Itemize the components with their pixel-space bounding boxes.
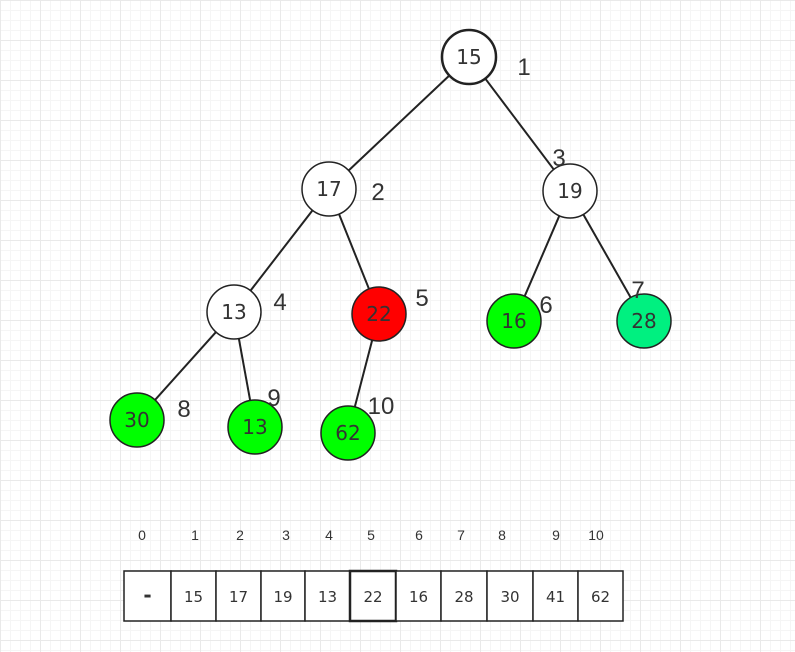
array-cell-6: 16	[395, 570, 442, 622]
position-label-9: 9	[267, 385, 280, 412]
array-index-6: 6	[415, 527, 423, 543]
cell-box	[260, 570, 306, 622]
tree-node-3: 19	[542, 163, 598, 219]
tree-node-9: 13	[227, 399, 283, 455]
array-cell-5: 22	[348, 569, 398, 623]
array-cell-4: 13	[304, 570, 351, 622]
edge-1-2	[347, 74, 451, 172]
node-circle	[320, 405, 376, 461]
tree-node-1: 15	[440, 28, 498, 86]
array-index-4: 4	[325, 527, 333, 543]
tree-node-10: 62	[320, 405, 376, 461]
cell-value: 62	[591, 588, 610, 606]
node-value: 62	[335, 421, 360, 445]
node-value: 15	[456, 45, 481, 69]
array-cell-3: 19	[260, 570, 306, 622]
array-cell-0: -	[123, 570, 172, 622]
cell-value: 16	[409, 588, 428, 606]
array-cell-2: 17	[215, 570, 262, 622]
node-value: 13	[221, 300, 246, 324]
edge-3-6	[523, 215, 561, 297]
node-circle	[227, 399, 283, 455]
edge-2-5	[338, 213, 370, 290]
array-index-7: 7	[457, 527, 465, 543]
node-value: 22	[366, 302, 391, 326]
tree-node-2: 17	[301, 161, 357, 217]
cell-box	[348, 569, 398, 623]
array-index-3: 3	[282, 527, 290, 543]
array-index-2: 2	[236, 527, 244, 543]
array-index-1: 1	[191, 527, 199, 543]
position-label-5: 5	[415, 285, 428, 312]
cell-box	[215, 570, 262, 622]
array-index-9: 9	[552, 527, 560, 543]
tree-node-6: 16	[486, 293, 542, 349]
array-cells: - 15 17 19 13 22 16 28 30 41 62	[123, 569, 624, 623]
position-label-1: 1	[517, 54, 530, 81]
tree-node-4: 13	[206, 284, 262, 340]
cell-value: 28	[454, 588, 473, 606]
edge-1-3	[484, 77, 555, 171]
node-value: 17	[316, 177, 341, 201]
node-value: 28	[631, 309, 656, 333]
cell-value: 17	[229, 588, 248, 606]
cell-box	[486, 570, 534, 622]
position-label-7: 7	[631, 277, 644, 304]
edge-2-4	[249, 209, 314, 292]
cell-value: -	[143, 583, 151, 607]
node-circle	[486, 293, 542, 349]
array-index-0: 0	[138, 527, 146, 543]
edge-3-7	[582, 213, 632, 299]
node-circle	[206, 284, 262, 340]
node-value: 19	[557, 179, 582, 203]
cell-box	[123, 570, 172, 622]
tree-node-5: 22	[351, 286, 407, 342]
array-index-8: 8	[498, 527, 506, 543]
edge-4-8	[154, 331, 217, 401]
cell-value: 22	[363, 588, 382, 606]
node-circle	[616, 293, 672, 349]
tree-node-7: 28	[616, 293, 672, 349]
cell-box	[304, 570, 351, 622]
array-cell-8: 30	[486, 570, 534, 622]
cell-box	[577, 570, 624, 622]
array-cell-1: 15	[170, 570, 217, 622]
cell-value: 15	[184, 588, 203, 606]
cell-box	[532, 570, 579, 622]
array-cell-9: 41	[532, 570, 579, 622]
node-value: 16	[501, 309, 526, 333]
cell-value: 13	[318, 588, 337, 606]
edge-5-10	[353, 339, 374, 408]
node-circle	[109, 392, 165, 448]
array-indices: 0 1 2 3 4 5 6 7 8 9 10	[138, 527, 604, 543]
array-cell-7: 28	[440, 570, 488, 622]
position-label-6: 6	[539, 292, 552, 319]
node-circle	[440, 28, 498, 86]
position-label-2: 2	[371, 179, 384, 206]
cell-value: 19	[273, 588, 292, 606]
edge-4-9	[237, 338, 252, 401]
position-label-8: 8	[177, 396, 190, 423]
node-value: 30	[124, 408, 149, 432]
node-value: 13	[242, 415, 267, 439]
node-circle	[351, 286, 407, 342]
tree-edges	[154, 74, 632, 408]
array-index-5: 5	[367, 527, 375, 543]
node-circle	[301, 161, 357, 217]
cell-value: 30	[500, 588, 519, 606]
position-label-10: 10	[368, 393, 395, 420]
node-circle	[542, 163, 598, 219]
array-index-10: 10	[588, 527, 604, 543]
tree-node-8: 30	[109, 392, 165, 448]
position-labels: 1 2 3 4 5 6 7 8 9 10	[177, 54, 644, 423]
array-cell-10: 62	[577, 570, 624, 622]
position-label-4: 4	[273, 289, 286, 316]
position-label-3: 3	[552, 145, 565, 172]
cell-value: 41	[546, 588, 565, 606]
